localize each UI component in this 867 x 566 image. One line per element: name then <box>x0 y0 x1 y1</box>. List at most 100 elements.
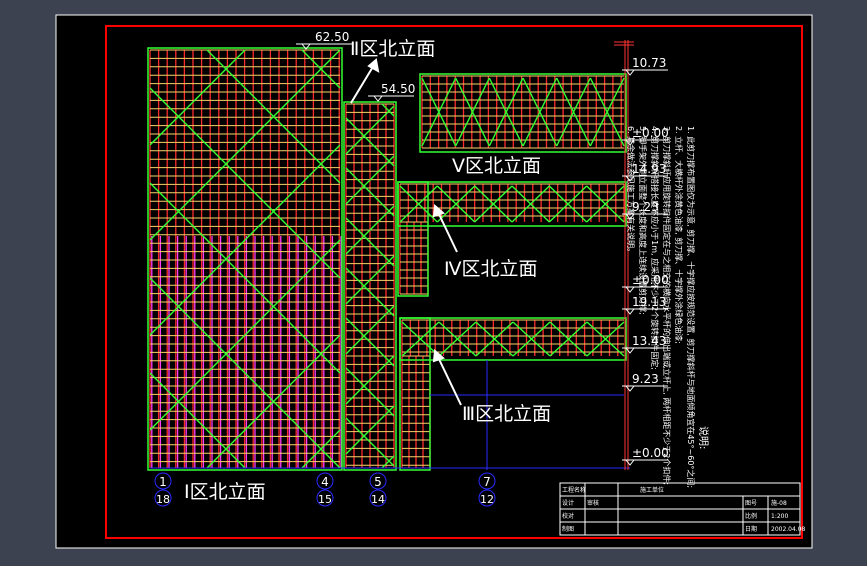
zone5-brace <box>522 77 558 147</box>
elevation-value-right_8: 9.23 <box>632 372 659 386</box>
axis-label-top-1: 1 <box>159 475 167 489</box>
note-3: 3. 剪刀撑斜杆应用旋转扣件固定在与之相交的横向水平杆的伸出端或立杆上, 两杆相… <box>662 126 672 485</box>
zone1-brace <box>149 277 341 469</box>
zone4-brace <box>399 185 438 223</box>
zone1-brace <box>149 372 246 469</box>
zone2-brace <box>381 455 395 469</box>
elevation-mark-right_4: 9.23 <box>622 200 668 220</box>
axis-label-bottom-18: 18 <box>156 493 170 506</box>
zone3-brace <box>438 321 477 357</box>
zone4-left-outline <box>397 181 429 297</box>
zone1-brace <box>149 239 341 431</box>
tb-row2-label: 设计 <box>562 499 574 507</box>
zone2-brace <box>345 317 395 367</box>
axis-label-top-7: 7 <box>483 475 491 489</box>
title-block-text: 工程名称 设计 校对 制图 审核 施工单位 图号 比例 日期 施-08 1:20… <box>562 486 806 533</box>
zone2-leader-arrow <box>350 64 375 104</box>
zone5-brace <box>455 77 490 147</box>
zone2-brace <box>345 167 395 217</box>
axis-label-bottom-12: 12 <box>480 493 494 506</box>
zone2-outline <box>343 101 397 471</box>
zone3-leader-arrow <box>437 356 462 406</box>
right-elevation-column: 10.73 ±0.00 14.93 9.23 ±0.00 19.13 13.43 9.23 ±0… <box>614 40 669 470</box>
leader-arrows <box>350 58 462 406</box>
note-2: 2. 立杆、大横杆外涂黄色油漆, 剪刀撑、十字撑外涂绿色油漆; <box>674 126 684 344</box>
note-6: 6. 其余做法参见施工方案有关说明。 <box>626 126 636 256</box>
elevation-mark-right_1: 10.73 <box>622 56 668 76</box>
zone2-arrowhead <box>367 58 380 73</box>
elevation-mark-right_6: 19.13 <box>622 295 668 315</box>
tb-project-label: 施工单位 <box>640 486 664 494</box>
zone1-title: Ⅰ区北立面 <box>184 481 266 503</box>
zone1-brace <box>149 49 341 241</box>
zone3-brace <box>586 321 625 357</box>
note-1: 1. 此剪刀撑布置图仅为示意, 剪刀撑、十字撑应按规范设置, 剪刀撑斜杆与地面倾… <box>686 126 696 488</box>
axis-label-bottom-14: 14 <box>371 493 385 506</box>
note-5: 5. 脚手架外侧立面整个长度和高度上连续设置剪刀撑; <box>638 126 648 315</box>
zone2-brace <box>345 267 395 317</box>
zone1-brace <box>149 49 246 146</box>
zone3-brace <box>401 321 440 357</box>
zone4-arrowhead <box>432 203 445 218</box>
zone5-title: Ⅴ区北立面 <box>452 155 541 177</box>
zone1-brace <box>206 49 341 184</box>
zone1-brace <box>301 49 341 89</box>
tb-row3-label: 校对 <box>562 512 574 520</box>
paper-sheet <box>55 14 813 549</box>
zone1-brace <box>149 182 341 374</box>
zone4-brace <box>436 185 476 223</box>
elevation-value-right_7: 13.43 <box>632 334 666 348</box>
elevation-mark-right_2: ±0.00 <box>622 126 669 146</box>
zone2-brace <box>345 155 395 205</box>
title-block <box>559 482 801 536</box>
drawing-border <box>105 25 803 539</box>
zone1-brace <box>149 87 341 279</box>
zone2-title: Ⅱ区北立面 <box>350 38 435 60</box>
elevation-mark-right_9: ±0.00 <box>622 446 669 466</box>
zone2-brace <box>381 103 395 117</box>
zone4-brace <box>548 185 588 223</box>
tb-r-val3: 2002.04.08 <box>771 526 806 533</box>
zone2-brace <box>345 355 395 405</box>
elevation-value-right_4: 9.23 <box>632 200 659 214</box>
axis-labels: 1 18 4 15 5 14 7 12 <box>154 472 496 507</box>
tb-r-label2: 比例 <box>745 512 757 520</box>
zone5-brace <box>488 77 524 147</box>
zone1-brace <box>206 334 341 469</box>
elevation-mark-right_3: 14.93 <box>622 162 668 182</box>
zone1-brace <box>149 144 341 336</box>
elevation-value-right_9: ±0.00 <box>632 446 669 460</box>
zone3-brace <box>549 321 588 357</box>
tb-r-label1: 图号 <box>745 500 757 507</box>
top-elevation-zone2: 54.50 <box>368 82 415 102</box>
axis-7: 7 12 <box>478 472 496 507</box>
zone2-brace <box>345 305 395 355</box>
zone4-title: Ⅳ区北立面 <box>444 258 538 280</box>
bracing-layer <box>147 47 627 471</box>
zone2-brace <box>345 105 395 155</box>
axis-5: 5 14 <box>369 472 387 507</box>
tb-r-val2: 1:200 <box>771 513 788 520</box>
zone4-leader-arrow <box>437 211 458 253</box>
zone3-brace <box>512 321 551 357</box>
elevation-mark-right_8: 9.23 <box>622 372 668 392</box>
zone2-brace <box>345 217 395 267</box>
zone5-brace <box>589 77 625 147</box>
elevation-mark-right_7: 13.43 <box>622 334 668 354</box>
elev-54-50: 54.50 <box>381 82 415 96</box>
elevation-value-right_5: ±0.00 <box>632 273 669 287</box>
elevation-value-right_6: 19.13 <box>632 295 666 309</box>
zone4-brace <box>511 185 550 223</box>
zone2-brace <box>345 117 395 167</box>
zone5-brace <box>421 77 457 147</box>
axis-label-bottom-15: 15 <box>318 493 332 506</box>
zone2-brace <box>345 255 395 305</box>
axis-label-top-4: 4 <box>321 475 329 489</box>
tb-row5-label: 审核 <box>587 499 599 507</box>
zone1-brace <box>301 429 341 469</box>
tb-r-val1: 施-08 <box>771 499 787 507</box>
axis-label-top-5: 5 <box>374 475 382 489</box>
elevation-value-right_2: ±0.00 <box>632 126 669 140</box>
